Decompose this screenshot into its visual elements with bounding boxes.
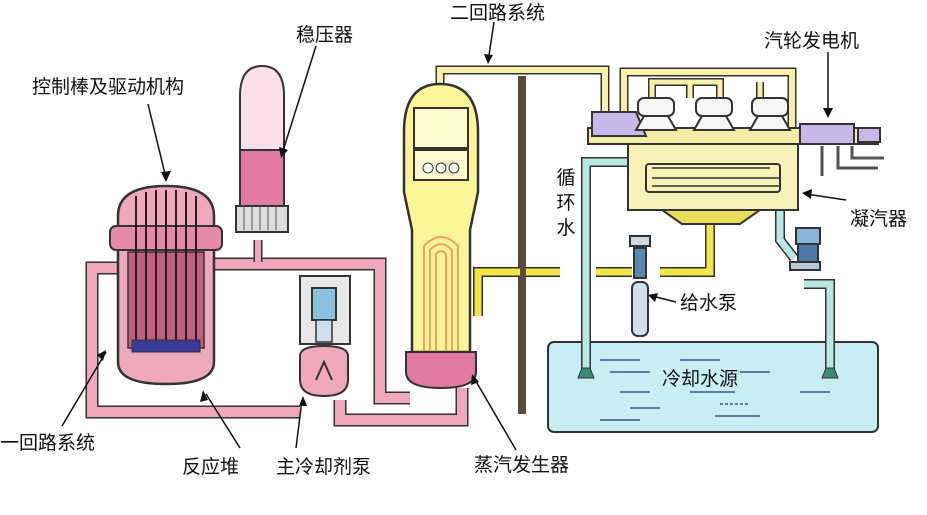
label-steam-generator: 蒸汽发生器 xyxy=(474,454,570,476)
main-coolant-pump xyxy=(299,275,351,398)
label-cooling-source: 冷却水源 xyxy=(662,368,739,390)
pressurizer xyxy=(235,64,289,233)
label-secondary-loop: 二回路系统 xyxy=(450,2,546,24)
cooling-water-basin xyxy=(547,341,879,433)
label-condenser: 凝汽器 xyxy=(850,208,908,230)
label-primary-loop: 一回路系统 xyxy=(0,432,96,454)
condenser xyxy=(627,141,799,225)
steam-generator xyxy=(402,82,480,390)
label-pressurizer: 稳压器 xyxy=(296,24,354,46)
label-main-coolant-pump: 主冷却剂泵 xyxy=(276,456,372,478)
label-circulating-water: 循环水 xyxy=(556,167,576,239)
feedwater-pump xyxy=(629,235,651,337)
reactor xyxy=(109,184,223,386)
turbine-generator xyxy=(587,97,884,176)
label-feedwater-pump: 给水泵 xyxy=(680,292,738,314)
pointer-arrowheads xyxy=(97,54,833,406)
primary-loop-pipe xyxy=(85,240,469,427)
label-reactor: 反应堆 xyxy=(182,456,240,478)
secondary-loop-pipe xyxy=(435,65,797,130)
separation-post xyxy=(518,76,526,414)
label-turbine-generator: 汽轮发电机 xyxy=(764,30,860,52)
feedwater-pipe xyxy=(473,222,715,316)
cooling-water-pump xyxy=(789,227,821,271)
label-control-rods: 控制棒及驱动机构 xyxy=(32,76,185,98)
